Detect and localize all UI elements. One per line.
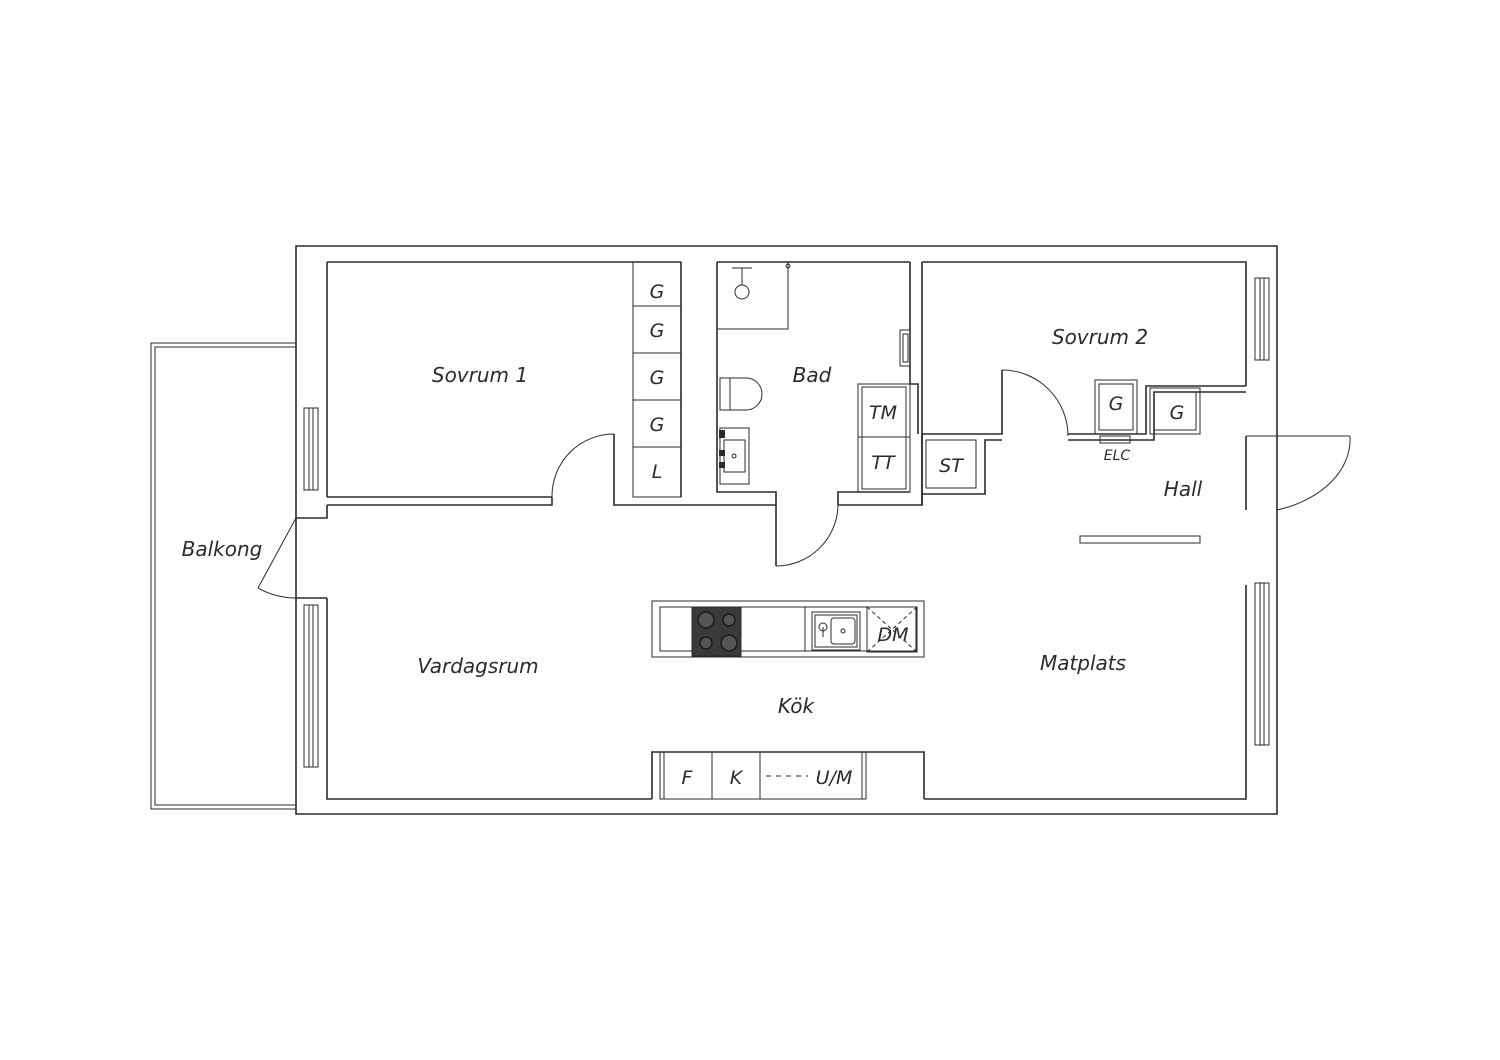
shower: [717, 262, 791, 330]
balcony: [150, 342, 297, 810]
wardrobe-label: G: [650, 414, 665, 436]
wardrobe-label: G: [650, 320, 665, 342]
storage-label: ST: [939, 455, 964, 477]
window-left-bedroom: [303, 407, 319, 491]
hat-shelf: [1079, 535, 1201, 544]
electric-cabinet: ELC: [1099, 435, 1131, 464]
hall-wardrobe-1: G: [1094, 379, 1138, 435]
wardrobe-label: G: [1109, 393, 1124, 415]
window-right-dining: [1254, 582, 1270, 746]
room-label-balkong: Balkong: [182, 537, 263, 561]
wardrobe-label: G: [1170, 402, 1185, 424]
laundry-machines: TM TT: [857, 383, 911, 493]
stove: [691, 606, 742, 657]
window-right-bedroom: [1254, 277, 1270, 361]
kitchen-island: DM: [651, 600, 925, 658]
door-sovrum1[interactable]: [551, 433, 615, 498]
electric-cabinet-label: ELC: [1104, 448, 1131, 464]
room-label-kok: Kök: [778, 694, 816, 718]
toilet: [719, 377, 763, 411]
room-label-vardagsrum: Vardagsrum: [417, 654, 538, 678]
freezer-label: K: [730, 767, 744, 789]
outer-wall: [295, 245, 1278, 815]
door-bad[interactable]: [775, 504, 839, 567]
room-label-hall: Hall: [1164, 477, 1203, 501]
room-label-matplats: Matplats: [1040, 651, 1126, 675]
hall-wardrobe-2: G: [1149, 387, 1201, 435]
dishwasher-label: DM: [877, 624, 908, 646]
sink: [719, 427, 750, 485]
room-label-bad: Bad: [793, 363, 832, 387]
storage-cabinet: ST: [925, 439, 977, 489]
linen-label: L: [652, 461, 663, 483]
washing-machine-label: TM: [869, 402, 897, 424]
door-sovrum2[interactable]: [1001, 369, 1069, 437]
oven-microwave-label: U/M: [816, 767, 853, 789]
mirror-cabinet: [899, 329, 911, 367]
dishwasher: DM: [866, 606, 918, 653]
wardrobe-label: G: [650, 281, 665, 303]
door-entrance[interactable]: [1246, 435, 1351, 511]
tumble-dryer-label: TT: [871, 452, 896, 474]
window-left-living: [303, 604, 319, 768]
kitchen-tall-units: F K U/M: [659, 751, 867, 800]
fridge-label: F: [682, 767, 694, 789]
wardrobe-label: G: [650, 367, 665, 389]
wardrobe-column-sovrum1: G G G G L: [632, 261, 682, 498]
kitchen-sink: [804, 607, 861, 651]
room-label-sovrum2: Sovrum 2: [1052, 325, 1148, 349]
room-label-sovrum1: Sovrum 1: [432, 363, 528, 387]
door-balcony[interactable]: [257, 517, 297, 599]
